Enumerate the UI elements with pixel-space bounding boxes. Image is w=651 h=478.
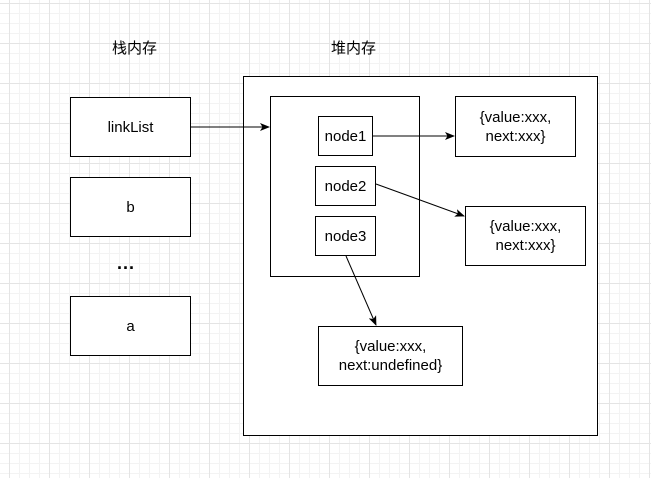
node1-value-object: {value:xxx, next:xxx} [455, 96, 576, 157]
arrow-node2-to-object [375, 183, 465, 217]
stack-memory-title: 栈内存 [112, 39, 158, 57]
node2-box: node2 [315, 166, 376, 206]
stack-item-b: b [70, 177, 191, 237]
stack-item-a: a [70, 296, 191, 356]
stack-item-linklist: linkList [70, 97, 191, 157]
stack-ellipsis: ... [117, 253, 136, 273]
node2-value-object: {value:xxx, next:xxx} [465, 206, 586, 266]
node3-value-object: {value:xxx, next:undefined} [318, 326, 463, 386]
heap-memory-title: 堆内存 [331, 39, 377, 57]
arrow-node3-to-object [345, 255, 377, 326]
node3-box: node3 [315, 216, 376, 256]
node1-box: node1 [318, 116, 373, 156]
